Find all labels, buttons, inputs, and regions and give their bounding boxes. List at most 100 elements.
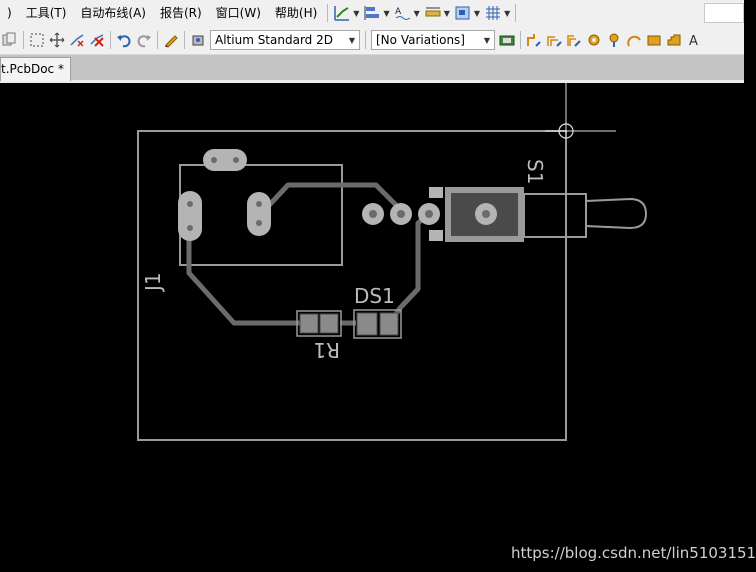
ds1-pad-2[interactable] (379, 312, 399, 336)
svg-text:A: A (395, 7, 402, 17)
chevron-down-icon: ▼ (473, 8, 481, 18)
board-outline (137, 130, 567, 441)
text-button[interactable]: A ▼ (392, 2, 422, 24)
pad-hole (482, 210, 490, 218)
toolbar-separator (23, 31, 24, 49)
chevron-down-icon: ▼ (348, 35, 355, 45)
ds1-outline (353, 309, 402, 339)
fill-icon (647, 35, 661, 46)
svg-text:A: A (689, 34, 698, 49)
multi-route-button[interactable] (565, 31, 583, 49)
ruler-icon (425, 7, 441, 17)
via-button[interactable] (585, 31, 603, 49)
clear-button[interactable] (88, 31, 106, 49)
menu-item-help[interactable]: 帮助(H) (274, 6, 318, 20)
search-input[interactable] (704, 3, 744, 23)
diff-pair-icon (547, 36, 562, 47)
redo-button[interactable] (135, 31, 153, 49)
align-icon (364, 6, 380, 20)
red-cross-icon (90, 34, 104, 47)
select-area-button[interactable] (28, 31, 46, 49)
chevron-down-icon: ▼ (413, 8, 420, 18)
designator-r1[interactable]: R1 (313, 338, 340, 362)
track-j1-r1[interactable] (186, 222, 300, 326)
move-icon (49, 32, 65, 48)
chevron-down-icon: ▼ (383, 8, 390, 18)
pad-hole (211, 157, 217, 163)
string-button[interactable]: A (685, 31, 703, 49)
menu-item-autoroute[interactable]: 自动布线(A) (80, 6, 146, 20)
arc-icon (627, 35, 641, 47)
board-button[interactable] (498, 31, 516, 49)
toolbar-separator (515, 4, 517, 22)
tab-label: t.PcbDoc * (1, 62, 64, 76)
move-button[interactable] (48, 31, 66, 49)
deselect-button[interactable] (68, 31, 86, 49)
designator-s1[interactable]: S1 (523, 159, 547, 184)
s1-mount-pad-top[interactable] (429, 187, 443, 198)
room-button[interactable]: ▼ (452, 2, 482, 24)
cross-probe-button[interactable] (162, 31, 180, 49)
r1-pad-2[interactable] (319, 313, 339, 334)
grid-button[interactable]: ▼ (482, 2, 512, 24)
cursor-circle-icon (558, 123, 574, 139)
r1-outline (296, 310, 342, 337)
menu-item-tools[interactable]: 工具(T) (25, 6, 67, 20)
pad-hole (187, 201, 193, 207)
route-icon (527, 34, 541, 47)
s1-mount-pad-bottom[interactable] (429, 230, 443, 241)
text-icon: A (395, 7, 410, 20)
align-button[interactable]: ▼ (361, 2, 391, 24)
string-icon: A (689, 34, 698, 49)
route-button[interactable] (525, 31, 543, 49)
designator-j1[interactable]: J1 (141, 272, 165, 293)
chevron-down-icon: ▼ (504, 8, 511, 18)
diff-pair-button[interactable] (545, 31, 563, 49)
tab-pcb-document[interactable]: t.PcbDoc * (0, 57, 71, 81)
j1-pad-1[interactable] (178, 191, 202, 241)
j1-pad-3[interactable] (203, 149, 247, 171)
menu-item-window[interactable]: 窗口(W) (215, 6, 261, 20)
room-icon (455, 6, 470, 20)
standard-toolbar: Altium Standard 2D ▼ [No Variations] ▼ A (0, 26, 744, 55)
undo-button[interactable] (115, 31, 133, 49)
component-icon (192, 35, 204, 46)
multi-route-icon (567, 35, 581, 47)
track-icon (334, 6, 350, 21)
menu-item-reports[interactable]: 报告(R) (159, 6, 202, 20)
place-track-button[interactable]: ▼ (331, 2, 361, 24)
pcb-canvas[interactable]: J1 S1 DS1 R1 (0, 83, 744, 572)
variations-select[interactable]: [No Variations] ▼ (371, 30, 495, 50)
watermark-url: https://blog.csdn.net/lin5103151 (511, 544, 756, 562)
toolbar-separator (184, 31, 185, 49)
designator-ds1[interactable]: DS1 (354, 284, 395, 308)
pad-button[interactable] (605, 31, 623, 49)
chevron-down-icon: ▼ (483, 35, 490, 45)
pad-hole (187, 225, 193, 231)
r1-pad-1[interactable] (299, 313, 319, 334)
document-tab-strip: t.PcbDoc * (0, 55, 744, 83)
polygon-pour-button[interactable] (665, 31, 683, 49)
pad-icon (609, 33, 619, 47)
grid-icon (486, 6, 501, 20)
undo-icon (117, 35, 131, 48)
pad-hole (256, 201, 262, 207)
ds1-pad-1[interactable] (356, 312, 378, 336)
menu-item-partial[interactable]: ) (7, 6, 12, 20)
s1-actuator-lever (585, 197, 648, 230)
toolbar-separator (157, 31, 158, 49)
pad-hole (369, 210, 377, 218)
j1-pad-2[interactable] (247, 192, 271, 236)
fill-button[interactable] (645, 31, 663, 49)
polygon-icon (667, 34, 681, 46)
toolbar-separator (327, 4, 329, 22)
board-icon (499, 35, 515, 46)
copy-button[interactable] (1, 31, 19, 49)
dimension-button[interactable]: ▼ (422, 2, 452, 24)
arc-button[interactable] (625, 31, 643, 49)
pad-hole (256, 220, 262, 226)
component-button[interactable] (189, 31, 207, 49)
view-mode-select[interactable]: Altium Standard 2D ▼ (210, 30, 360, 50)
menu-bar: ) 工具(T) 自动布线(A) 报告(R) 窗口(W) 帮助(H) ▼ ▼ A … (0, 0, 744, 26)
pad-hole (397, 210, 405, 218)
